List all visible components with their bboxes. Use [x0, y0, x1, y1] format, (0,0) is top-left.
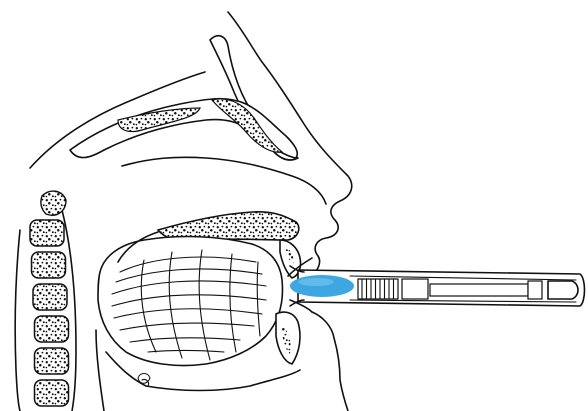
chin-profile-outline — [312, 312, 348, 411]
nasal-cavity-line — [122, 157, 326, 204]
device-plunger-rod — [430, 284, 528, 296]
device-plunger-stopper — [528, 281, 542, 299]
tongue-outline — [98, 237, 282, 366]
cervical-vertebrae — [30, 220, 69, 406]
throat-line — [96, 330, 104, 411]
vertebra-body — [32, 252, 66, 278]
vertebra-body — [33, 284, 67, 310]
oral-device — [290, 270, 585, 306]
vertebra-body — [35, 380, 69, 406]
vertebra-body — [35, 348, 69, 374]
device-tip-highlight — [298, 278, 334, 286]
spine-posterior-line — [15, 230, 20, 411]
vertebra-body — [30, 220, 64, 246]
atlas-joint — [41, 191, 66, 215]
vertebra-body — [35, 316, 69, 342]
device-end-cap — [548, 281, 578, 299]
cranial-base-upper-band — [70, 99, 297, 158]
device-plunger-segment — [402, 279, 428, 299]
